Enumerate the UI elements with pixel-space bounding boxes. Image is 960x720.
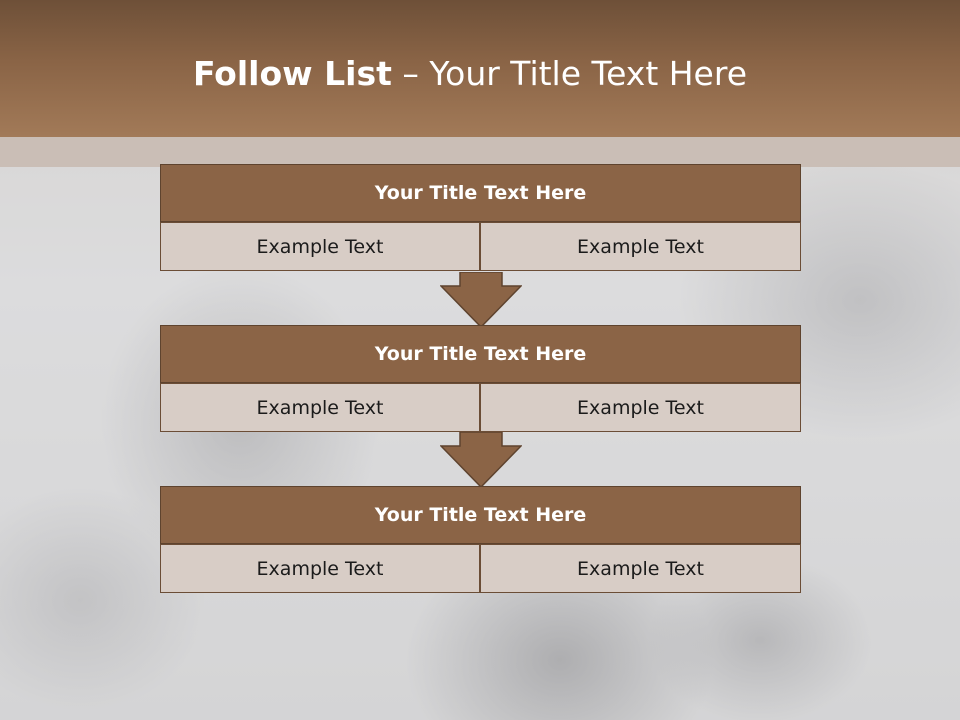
step-cell-right: Example Text: [480, 222, 801, 271]
header-band: [0, 137, 960, 167]
step-cell-left: Example Text: [160, 544, 480, 593]
step-cell-right: Example Text: [480, 383, 801, 432]
slide-title-bold: Follow List: [192, 54, 392, 93]
header-bar: [0, 0, 960, 137]
step-cell-left: Example Text: [160, 222, 480, 271]
step-title: Your Title Text Here: [160, 164, 801, 222]
arrow-down-icon: [440, 272, 522, 328]
step-cell-right: Example Text: [480, 544, 801, 593]
step-title: Your Title Text Here: [160, 325, 801, 383]
step-title: Your Title Text Here: [160, 486, 801, 544]
slide-title-rest: – Your Title Text Here: [402, 54, 748, 93]
slide-title: Follow List – Your Title Text Here: [0, 52, 940, 96]
arrow-down-icon: [440, 432, 522, 488]
step-cell-left: Example Text: [160, 383, 480, 432]
